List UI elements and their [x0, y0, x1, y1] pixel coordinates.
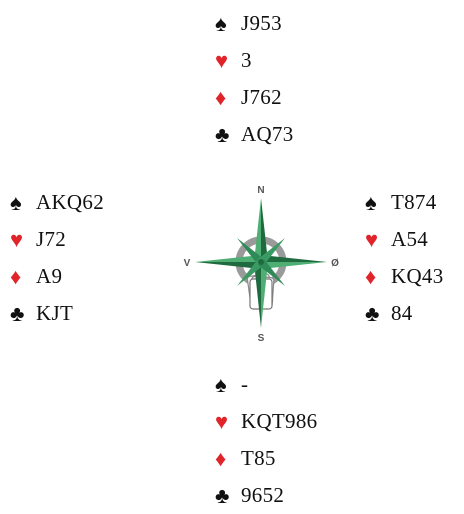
- compass-rose-icon: G N S V Ø: [180, 183, 346, 345]
- west-hearts-row: ♥ J72: [10, 221, 104, 258]
- compass-east-label: Ø: [331, 258, 339, 269]
- compass-west-label: V: [184, 258, 191, 269]
- east-clubs-row: ♣ 84: [365, 295, 444, 332]
- club-icon: ♣: [215, 124, 241, 146]
- east-hand: ♠ T874 ♥ A54 ♦ KQ43 ♣ 84: [365, 184, 444, 332]
- diamond-icon: ♦: [10, 266, 36, 288]
- north-clubs-row: ♣ AQ73: [215, 116, 294, 153]
- west-diamonds: A9: [36, 264, 62, 289]
- south-diamonds-row: ♦ T85: [215, 440, 317, 477]
- heart-icon: ♥: [215, 411, 241, 433]
- club-icon: ♣: [10, 303, 36, 325]
- north-diamonds: J762: [241, 85, 282, 110]
- club-icon: ♣: [215, 485, 241, 507]
- spade-icon: ♠: [215, 13, 241, 35]
- south-hand: ♠ - ♥ KQT986 ♦ T85 ♣ 9652: [215, 366, 317, 514]
- diamond-icon: ♦: [215, 448, 241, 470]
- club-icon: ♣: [365, 303, 391, 325]
- south-hearts-row: ♥ KQT986: [215, 403, 317, 440]
- south-diamonds: T85: [241, 446, 276, 471]
- compass-south-label: S: [258, 333, 265, 344]
- south-spades-row: ♠ -: [215, 366, 317, 403]
- north-hearts: 3: [241, 48, 252, 73]
- south-spades: -: [241, 372, 248, 397]
- west-diamonds-row: ♦ A9: [10, 258, 104, 295]
- diamond-icon: ♦: [215, 87, 241, 109]
- west-spades-row: ♠ AKQ62: [10, 184, 104, 221]
- north-hand: ♠ J953 ♥ 3 ♦ J762 ♣ AQ73: [215, 5, 294, 153]
- south-hearts: KQT986: [241, 409, 317, 434]
- spade-icon: ♠: [215, 374, 241, 396]
- west-spades: AKQ62: [36, 190, 104, 215]
- north-clubs: AQ73: [241, 122, 294, 147]
- west-hand: ♠ AKQ62 ♥ J72 ♦ A9 ♣ KJT: [10, 184, 104, 332]
- spade-icon: ♠: [365, 192, 391, 214]
- heart-icon: ♥: [215, 50, 241, 72]
- east-diamonds: KQ43: [391, 264, 444, 289]
- east-diamonds-row: ♦ KQ43: [365, 258, 444, 295]
- compass-star: [195, 198, 327, 328]
- south-clubs: 9652: [241, 483, 284, 508]
- east-spades-row: ♠ T874: [365, 184, 444, 221]
- north-spades-row: ♠ J953: [215, 5, 294, 42]
- heart-icon: ♥: [10, 229, 36, 251]
- compass-north-label: N: [257, 185, 264, 196]
- west-clubs: KJT: [36, 301, 73, 326]
- north-hearts-row: ♥ 3: [215, 42, 294, 79]
- north-diamonds-row: ♦ J762: [215, 79, 294, 116]
- spade-icon: ♠: [10, 192, 36, 214]
- west-clubs-row: ♣ KJT: [10, 295, 104, 332]
- north-spades: J953: [241, 11, 282, 36]
- east-hearts: A54: [391, 227, 428, 252]
- east-spades: T874: [391, 190, 437, 215]
- heart-icon: ♥: [365, 229, 391, 251]
- west-hearts: J72: [36, 227, 66, 252]
- south-clubs-row: ♣ 9652: [215, 477, 317, 514]
- diamond-icon: ♦: [365, 266, 391, 288]
- east-clubs: 84: [391, 301, 413, 326]
- east-hearts-row: ♥ A54: [365, 221, 444, 258]
